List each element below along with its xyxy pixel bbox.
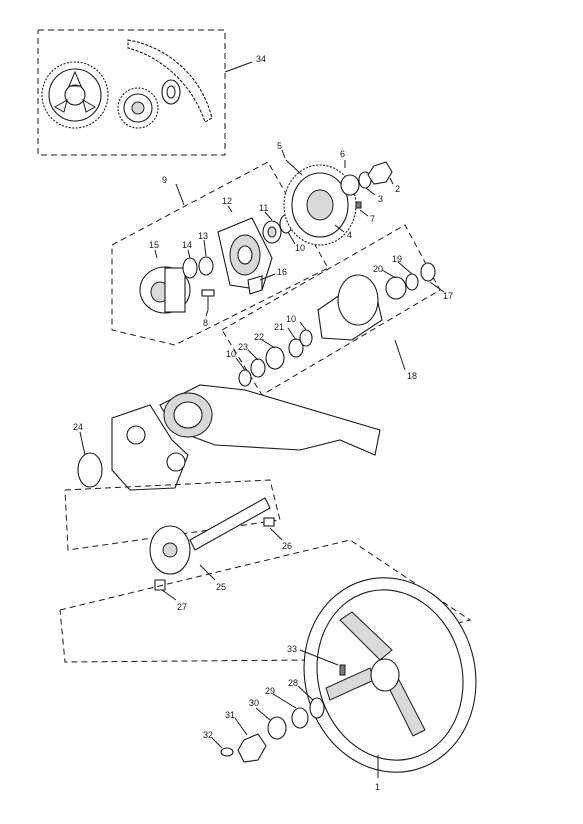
callout-10-lower: 10 bbox=[226, 349, 236, 359]
callout-12: 12 bbox=[222, 196, 232, 206]
callout-10-mid: 10 bbox=[286, 314, 296, 324]
spacer-29 bbox=[291, 707, 309, 729]
leader-9 bbox=[175, 183, 185, 206]
washer-30 bbox=[267, 716, 287, 740]
circlip-10-mid bbox=[299, 329, 313, 347]
group-9-box bbox=[111, 161, 329, 346]
bolt-8 bbox=[201, 289, 215, 310]
needle-roller-22 bbox=[265, 346, 285, 370]
sprocket-bolt-5 bbox=[285, 159, 303, 176]
callout-24: 24 bbox=[73, 422, 83, 432]
callout-5: 5 bbox=[277, 141, 282, 151]
cush-drive-housing-12 bbox=[217, 217, 273, 291]
leader-34 bbox=[224, 61, 253, 73]
seal-19 bbox=[405, 273, 419, 291]
bearing-20 bbox=[385, 276, 407, 300]
callout-10-upper: 10 bbox=[295, 243, 305, 253]
callout-11: 11 bbox=[259, 203, 268, 213]
callout-27: 27 bbox=[177, 602, 187, 612]
group-34-box bbox=[37, 29, 226, 156]
cush-rubber-16 bbox=[247, 275, 263, 295]
callout-4: 4 bbox=[347, 230, 352, 240]
eccentric-adjuster-housing bbox=[317, 274, 383, 341]
group-18-box bbox=[221, 224, 441, 396]
callout-16: 16 bbox=[277, 267, 287, 277]
valve-33 bbox=[339, 664, 346, 676]
spacer-14 bbox=[182, 257, 198, 279]
sprocket-washer-kit bbox=[161, 79, 181, 105]
callout-19: 19 bbox=[392, 254, 402, 264]
callout-28: 28 bbox=[288, 678, 298, 688]
callout-17: 17 bbox=[443, 291, 453, 301]
o-ring-13 bbox=[198, 256, 214, 276]
callout-1: 1 bbox=[375, 782, 380, 792]
leader-lines bbox=[79, 149, 445, 778]
callout-13: 13 bbox=[198, 231, 208, 241]
axle-group-box bbox=[64, 479, 281, 551]
callout-29: 29 bbox=[265, 686, 275, 696]
bearing-21 bbox=[288, 338, 304, 358]
washer-6 bbox=[340, 174, 360, 196]
callout-14: 14 bbox=[182, 240, 192, 250]
callout-32: 32 bbox=[203, 730, 213, 740]
spacer-23 bbox=[250, 358, 266, 378]
split-pin-32 bbox=[220, 747, 234, 757]
caliper-bracket bbox=[111, 404, 189, 491]
callout-2: 2 bbox=[395, 184, 400, 194]
axle-nut-31 bbox=[237, 733, 267, 763]
callout-7: 7 bbox=[370, 214, 375, 224]
callout-22: 22 bbox=[254, 332, 264, 342]
callout-21: 21 bbox=[274, 322, 284, 332]
drive-chain bbox=[127, 39, 213, 123]
callout-33: 33 bbox=[287, 644, 297, 654]
rear-wheel-1 bbox=[303, 577, 477, 773]
bearing-11 bbox=[262, 220, 282, 244]
callout-25: 25 bbox=[216, 582, 226, 592]
front-sprocket-kit bbox=[117, 87, 159, 129]
rear-sprocket-kit bbox=[41, 61, 109, 129]
swingarm bbox=[159, 384, 381, 456]
circlip-24 bbox=[77, 452, 103, 488]
cush-drive-hub-15 bbox=[139, 266, 191, 314]
callout-9: 9 bbox=[162, 175, 167, 185]
nut-2 bbox=[367, 161, 393, 185]
callout-6: 6 bbox=[340, 149, 345, 159]
callout-30: 30 bbox=[249, 698, 259, 708]
grease-nipple-27 bbox=[154, 579, 166, 591]
callout-31: 31 bbox=[225, 710, 235, 720]
callout-23: 23 bbox=[238, 342, 248, 352]
callout-3: 3 bbox=[378, 194, 383, 204]
callout-8: 8 bbox=[203, 318, 208, 328]
callout-34: 34 bbox=[256, 54, 266, 64]
bolt-26 bbox=[263, 517, 275, 527]
circlip-10-lower bbox=[238, 369, 252, 387]
callout-18: 18 bbox=[407, 371, 417, 381]
callout-26: 26 bbox=[282, 541, 292, 551]
callout-20: 20 bbox=[373, 264, 383, 274]
circlip-17 bbox=[420, 262, 436, 282]
stud-7 bbox=[355, 201, 362, 209]
rear-axle-25 bbox=[149, 497, 271, 575]
callout-15: 15 bbox=[149, 240, 159, 250]
bearing-28 bbox=[309, 697, 325, 719]
